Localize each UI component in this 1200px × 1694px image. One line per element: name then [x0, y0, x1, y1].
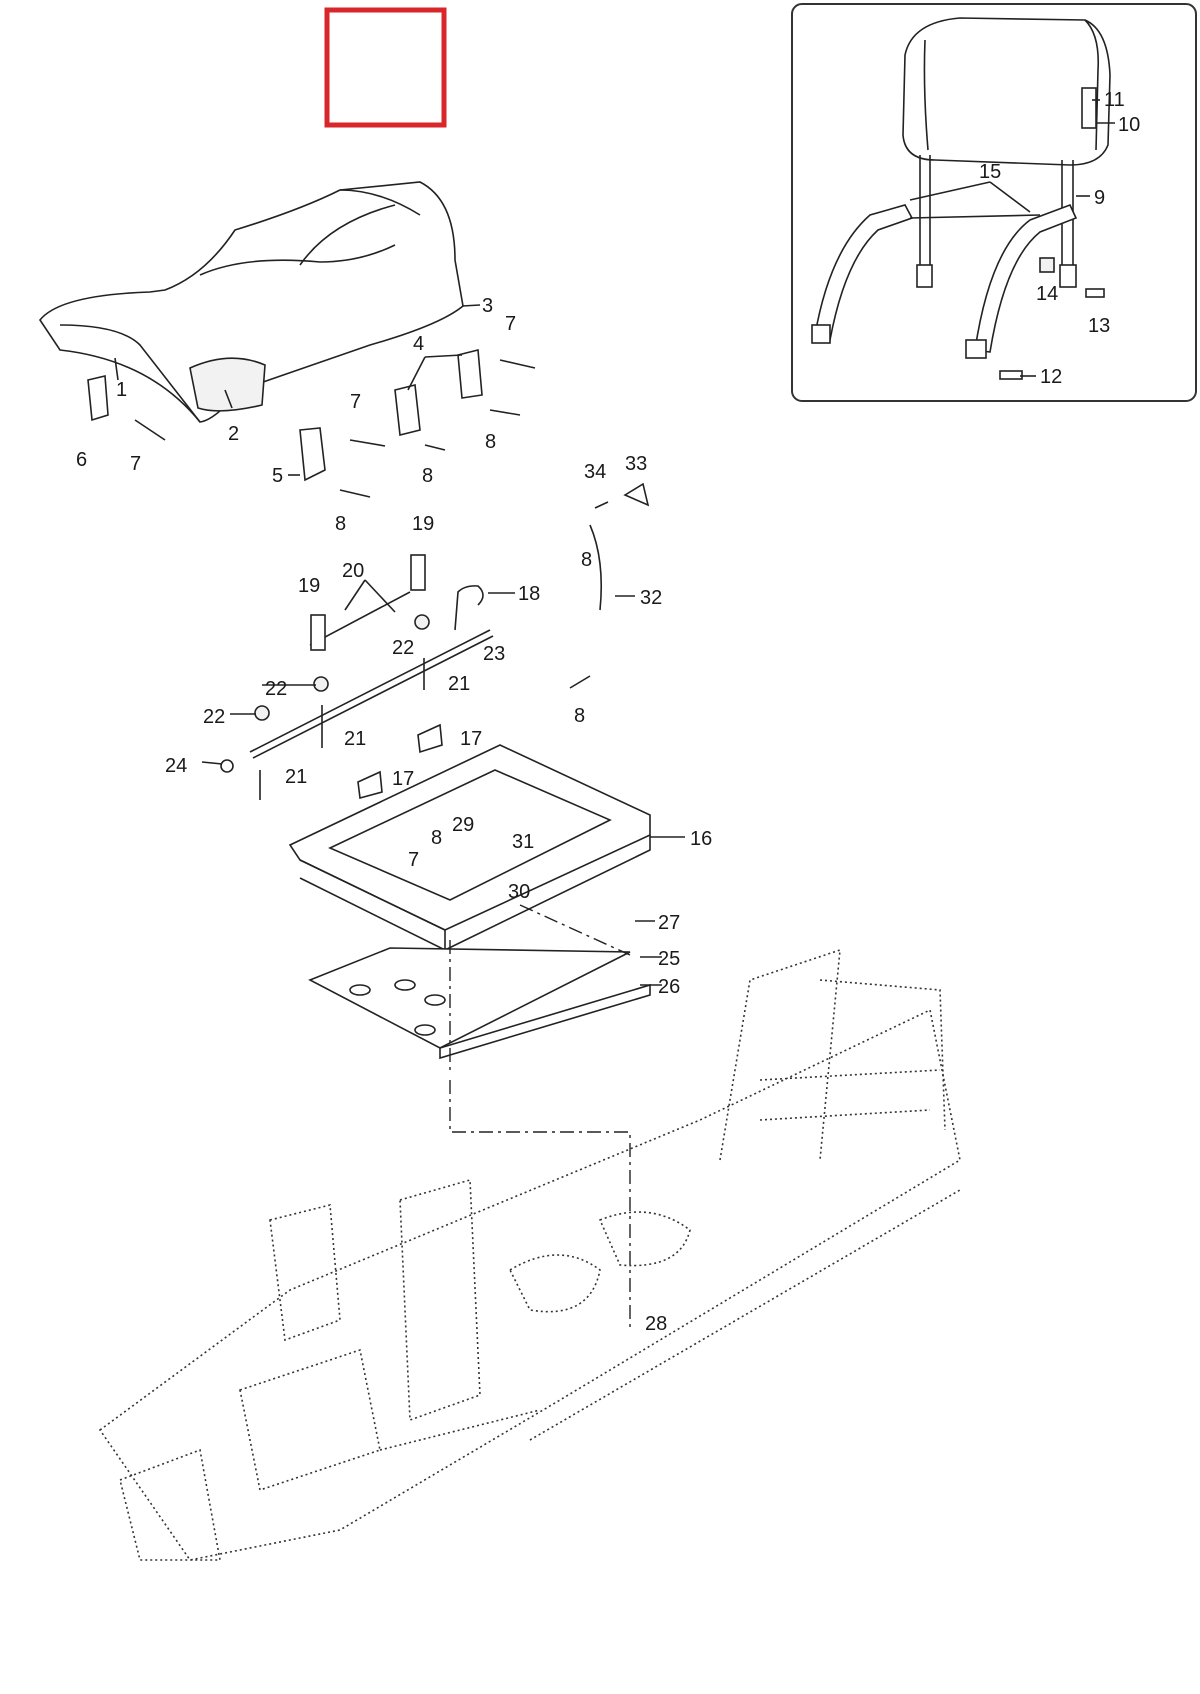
- callout-27: 27: [658, 912, 680, 934]
- callout-labels: 1 2 3 4 5 6 7 7 7 7 8 8 8 8 8 8 9 10 11 …: [76, 89, 1140, 1335]
- callout-8c: 8: [335, 513, 346, 535]
- callout-8a: 8: [485, 431, 496, 453]
- callout-31: 31: [512, 831, 534, 853]
- callout-24: 24: [165, 755, 187, 777]
- backrest-assembly: [811, 17, 1111, 380]
- alignment-line: [449, 1080, 631, 1330]
- seat-cushion: [39, 181, 464, 423]
- callout-33: 33: [625, 453, 647, 475]
- callout-7a: 7: [505, 313, 516, 335]
- callout-19a: 19: [412, 513, 434, 535]
- callout-32: 32: [640, 587, 662, 609]
- vehicle-frame: [98, 948, 961, 1561]
- leader-lines: [114, 99, 1115, 986]
- callout-8f: 8: [431, 827, 442, 849]
- callout-28: 28: [645, 1313, 667, 1335]
- highlight-box: [324, 7, 447, 128]
- callout-5: 5: [272, 465, 283, 487]
- callout-7d: 7: [408, 849, 419, 871]
- callout-15: 15: [979, 161, 1001, 183]
- callout-7c: 7: [130, 453, 141, 475]
- callout-13: 13: [1088, 315, 1110, 337]
- callout-22b: 22: [265, 678, 287, 700]
- callout-26: 26: [658, 976, 680, 998]
- callout-20: 20: [342, 560, 364, 582]
- callout-18: 18: [518, 583, 540, 605]
- callout-12: 12: [1040, 366, 1062, 388]
- storage-tub: [288, 744, 651, 952]
- callout-14: 14: [1036, 283, 1058, 305]
- callout-19b: 19: [298, 575, 320, 597]
- callout-11: 11: [1104, 89, 1125, 111]
- callout-30: 30: [508, 881, 530, 903]
- callout-29: 29: [452, 814, 474, 836]
- backrest-inset-frame: [791, 3, 1197, 402]
- callout-4: 4: [413, 333, 424, 355]
- callout-3: 3: [482, 295, 493, 317]
- callout-21c: 21: [285, 766, 307, 788]
- callout-7b: 7: [350, 391, 361, 413]
- callout-34: 34: [584, 461, 606, 483]
- seat-hinges: [87, 348, 536, 498]
- callout-8b: 8: [422, 465, 433, 487]
- callout-16: 16: [690, 828, 712, 850]
- callout-17a: 17: [460, 728, 482, 750]
- callout-6: 6: [76, 449, 87, 471]
- callout-8e: 8: [574, 705, 585, 727]
- callout-8d: 8: [581, 549, 592, 571]
- latch-rod-assembly: [220, 482, 650, 800]
- callout-21a: 21: [448, 673, 470, 695]
- callout-2: 2: [228, 423, 239, 445]
- callout-23: 23: [483, 643, 505, 665]
- callout-22a: 22: [392, 637, 414, 659]
- callout-1: 1: [116, 379, 127, 401]
- callout-17b: 17: [392, 768, 414, 790]
- callout-9: 9: [1094, 187, 1105, 209]
- callout-21b: 21: [344, 728, 366, 750]
- tub-base-plate: [308, 947, 651, 1060]
- callout-22c: 22: [203, 706, 225, 728]
- callout-10: 10: [1118, 114, 1140, 136]
- callout-25: 25: [658, 948, 680, 970]
